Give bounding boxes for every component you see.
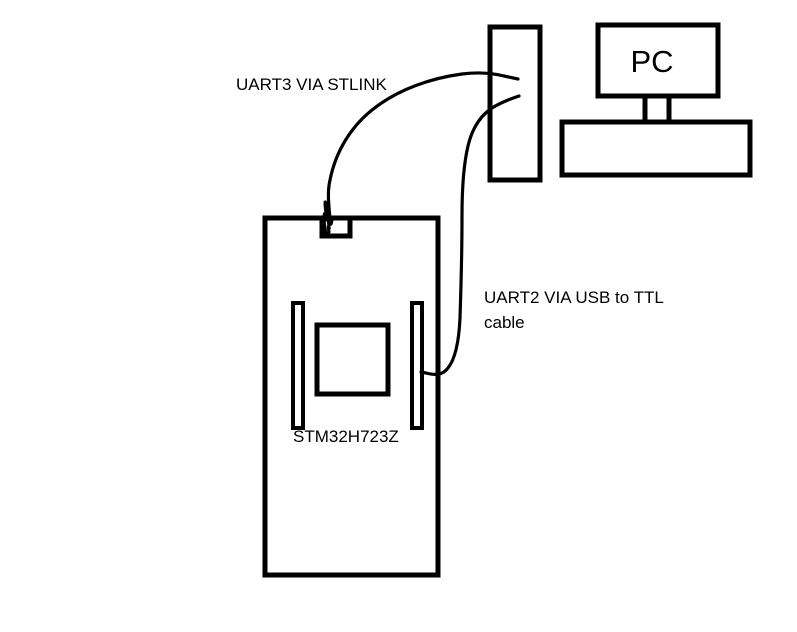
stm32-board-group: STM32H723Z (262, 215, 441, 578)
usb-hub-adapter-group (487, 24, 543, 183)
cables-group (322, 71, 521, 377)
labels-group: UART3 VIA STLINK UART2 VIA USB to TTL ca… (236, 75, 664, 332)
pc-tower-base (559, 119, 753, 178)
pc-screen-label: PC (630, 44, 673, 79)
uart3-stlink-cable-main (326, 71, 520, 221)
uart3-label: UART3 VIA STLINK (236, 75, 388, 94)
stm32-board-outline (262, 215, 441, 578)
uart2-usb-ttl-cable (419, 94, 521, 377)
stm32-board-label: STM32H723Z (293, 427, 399, 446)
uart2-label-line1: UART2 VIA USB to TTL (484, 288, 664, 307)
usb-hub-adapter (487, 24, 543, 183)
uart2-label-line2: cable (484, 313, 525, 332)
right-pin-header (410, 301, 424, 430)
left-pin-header (291, 301, 305, 430)
pc-monitor-stand (642, 93, 672, 125)
mcu-chip (314, 322, 391, 397)
pc-group: PC (559, 22, 753, 178)
usb-connector-notch (319, 219, 353, 239)
